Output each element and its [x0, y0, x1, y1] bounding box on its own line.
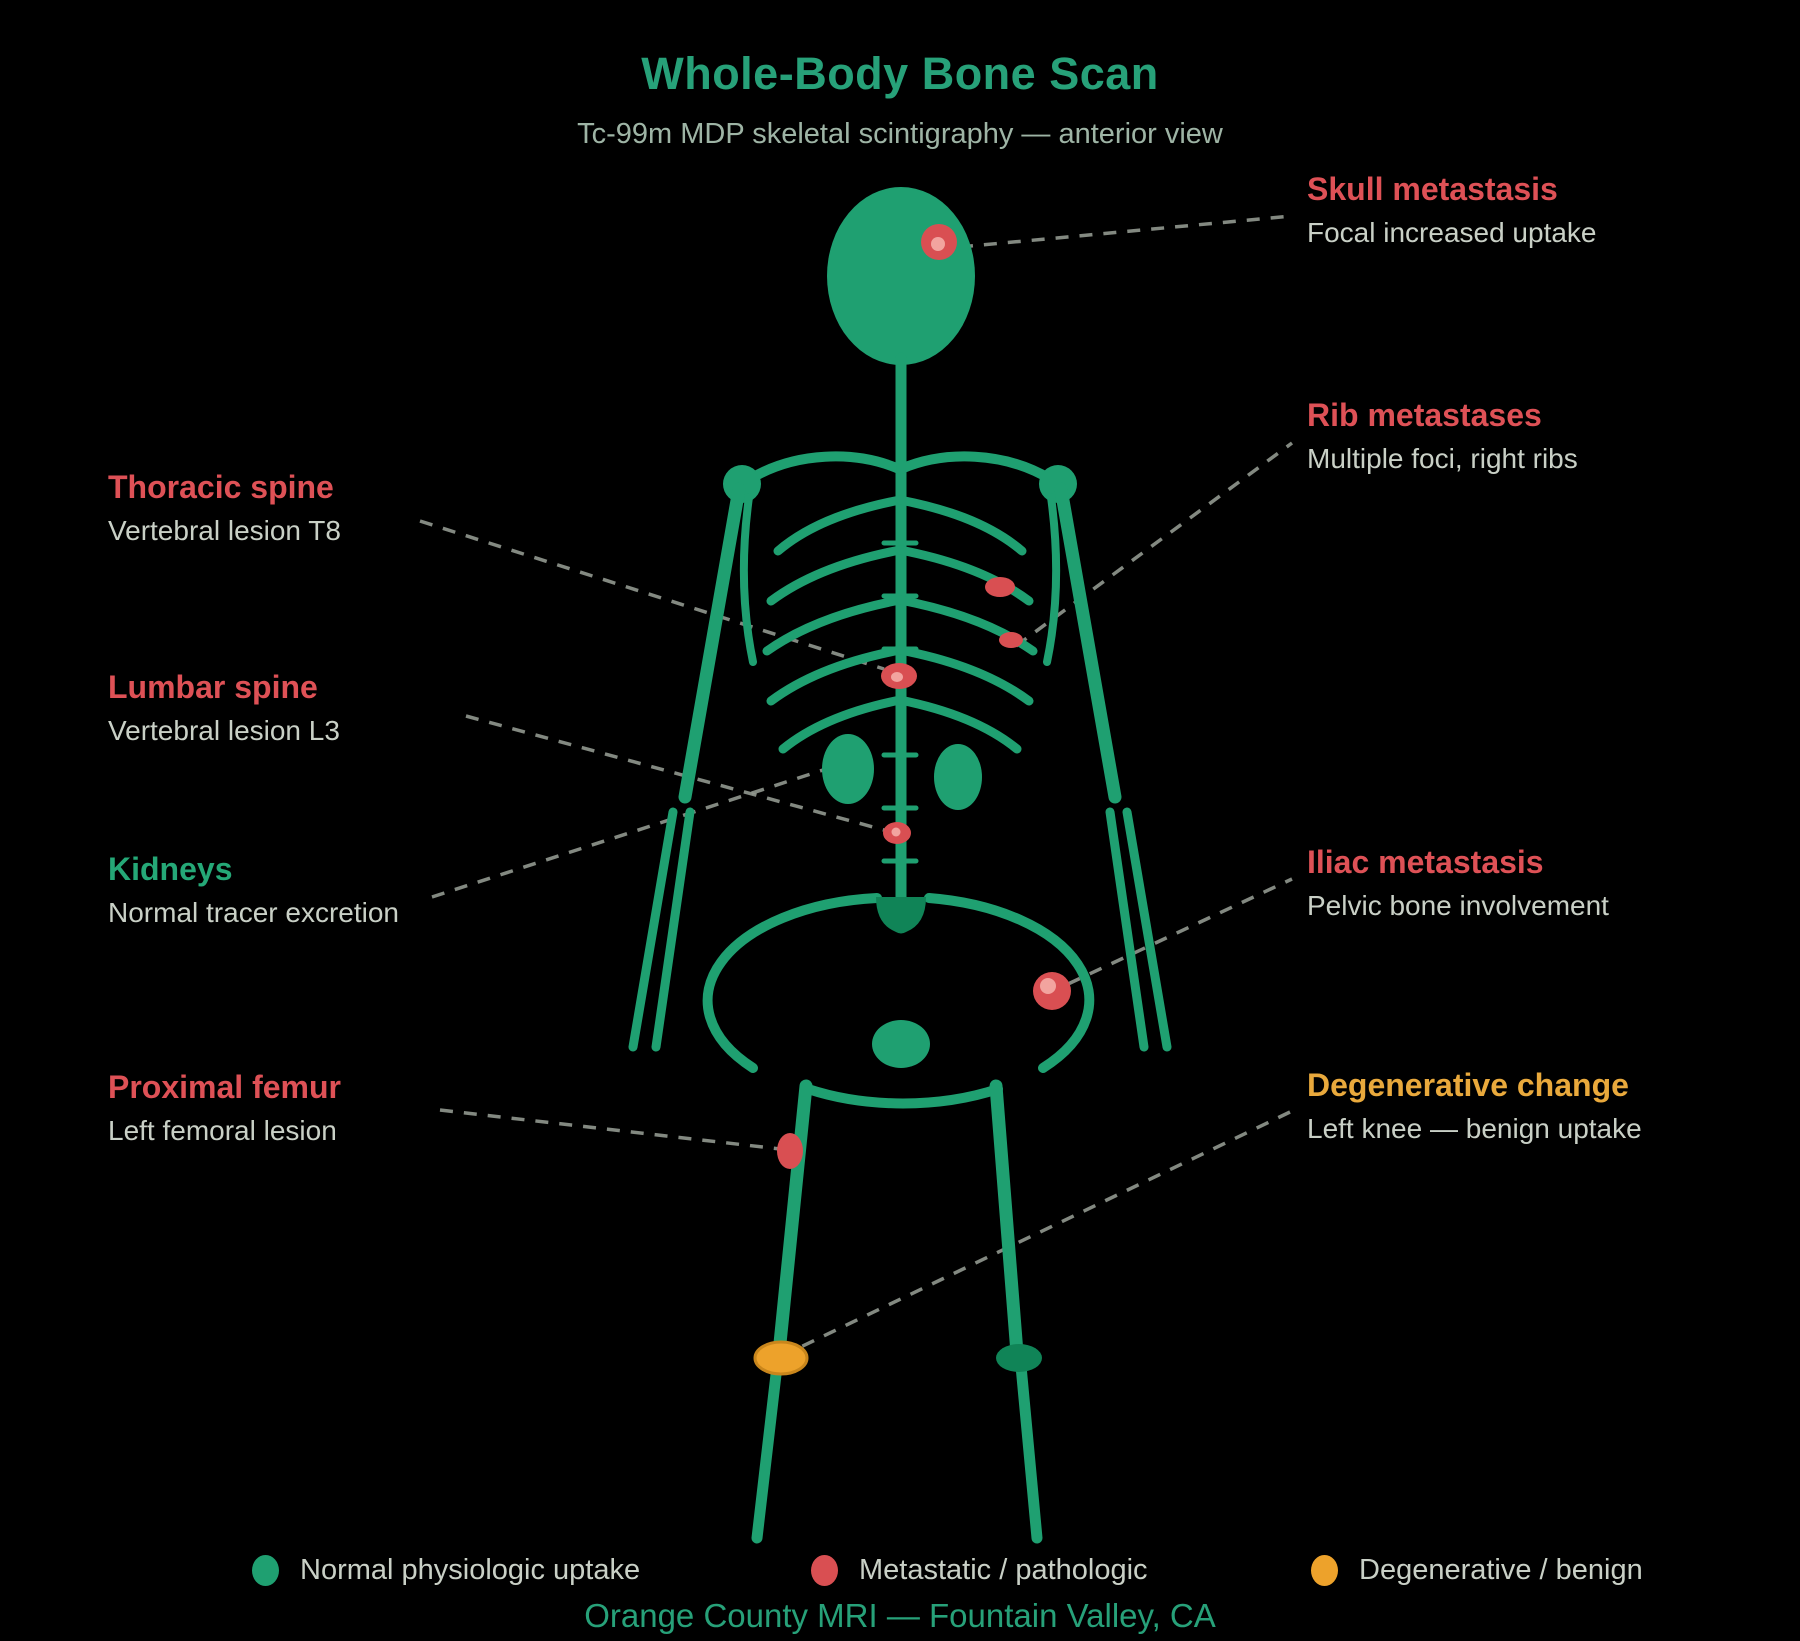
l3-lesion-highlight: [891, 827, 901, 837]
callout-thoracic-spine: Thoracic spine Vertebral lesion T8: [108, 469, 341, 547]
upper-arm-left: [678, 482, 746, 804]
rib-lesion-upper: [985, 577, 1015, 597]
footer-credit: Orange County MRI — Fountain Valley, CA: [584, 1597, 1216, 1634]
callout-proximal-femur: Proximal femur Left femoral lesion: [108, 1069, 341, 1147]
knee-left-degenerative: [753, 1340, 809, 1376]
rib-lesion-lower: [999, 632, 1023, 648]
tibia-right: [1015, 1360, 1043, 1544]
page-title: Whole-Body Bone Scan: [641, 48, 1159, 99]
forearm-right: [1105, 807, 1172, 1052]
iliac-lesion-highlight: [1040, 978, 1056, 994]
page-subtitle: Tc-99m MDP skeletal scintigraphy — anter…: [577, 118, 1223, 150]
normal-uptake-dot-icon: [252, 1554, 279, 1586]
callout-heading: Proximal femur: [108, 1069, 341, 1105]
leader-line-skull: [959, 214, 1293, 249]
legend-label: Normal physiologic uptake: [300, 1553, 641, 1586]
callout-rib-metastases: Rib metastases Multiple foci, right ribs: [1307, 397, 1578, 475]
callout-heading: Lumbar spine: [108, 669, 318, 705]
clavicle-right: [896, 451, 1055, 484]
legend-label: Degenerative / benign: [1359, 1553, 1643, 1586]
scapula-line-left: [739, 493, 757, 666]
t8-lesion-highlight: [891, 672, 903, 682]
callout-degenerative-change: Degenerative change Left knee — benign u…: [1307, 1067, 1642, 1145]
callout-kidneys: Kidneys Normal tracer excretion: [108, 851, 399, 929]
skull-shape: [827, 187, 975, 365]
kidney-left: [822, 734, 874, 804]
callout-subtext: Focal increased uptake: [1307, 216, 1597, 248]
leader-lines: [419, 214, 1294, 1358]
callout-subtext: Multiple foci, right ribs: [1307, 442, 1578, 474]
legend-item-degenerative: Degenerative / benign: [1311, 1552, 1643, 1588]
clavicle-left: [745, 451, 904, 484]
lesion-markers: [777, 224, 1071, 1169]
pelvis: [702, 893, 1095, 1109]
leader-line-knee: [781, 1110, 1291, 1358]
leader-line-iliac: [1067, 877, 1293, 986]
callout-subtext: Left femoral lesion: [108, 1114, 337, 1146]
degenerative-dot-icon: [1311, 1554, 1338, 1586]
callout-heading: Thoracic spine: [108, 469, 334, 505]
leader-line-thoracic: [419, 519, 885, 671]
femur-left: [772, 1079, 813, 1360]
callout-subtext: Pelvic bone involvement: [1307, 889, 1609, 921]
sacrum: [876, 897, 926, 934]
leader-line-lumbar: [465, 714, 885, 832]
callout-skull-metastasis: Skull metastasis Focal increased uptake: [1307, 171, 1597, 249]
callout-lumbar-spine: Lumbar spine Vertebral lesion L3: [108, 669, 340, 747]
legend-label: Metastatic / pathologic: [859, 1553, 1148, 1586]
pubic-bone: [872, 1020, 930, 1068]
leader-line-femur: [439, 1108, 781, 1151]
forearm-left: [628, 807, 695, 1052]
femur-right: [989, 1079, 1024, 1360]
metastatic-dot-icon: [811, 1554, 838, 1586]
callout-subtext: Left knee — benign uptake: [1307, 1112, 1642, 1144]
callout-subtext: Vertebral lesion T8: [108, 514, 341, 546]
callout-heading: Rib metastases: [1307, 397, 1542, 433]
scapula-line-right: [1043, 493, 1061, 666]
legend-item-normal: Normal physiologic uptake: [252, 1552, 640, 1588]
callout-subtext: Normal tracer excretion: [108, 896, 399, 928]
leader-line-ribs: [1014, 441, 1294, 648]
upper-arm-right: [1054, 482, 1122, 804]
legend-item-metastatic: Metastatic / pathologic: [811, 1552, 1148, 1588]
skull-lesion-highlight: [931, 237, 945, 251]
callout-heading: Kidneys: [108, 851, 233, 887]
kidney-right: [934, 744, 982, 810]
ribs-right: [895, 495, 1038, 754]
callout-iliac-metastasis: Iliac metastasis Pelvic bone involvement: [1307, 844, 1609, 922]
ribs-left: [762, 495, 905, 754]
callout-subtext: Vertebral lesion L3: [108, 714, 340, 746]
callout-heading: Degenerative change: [1307, 1067, 1629, 1103]
skeleton: [628, 187, 1172, 1544]
tibia-left: [751, 1360, 783, 1544]
leader-line-kidneys: [431, 768, 824, 899]
callout-heading: Iliac metastasis: [1307, 844, 1544, 880]
callout-heading: Skull metastasis: [1307, 171, 1558, 207]
legend: Normal physiologic uptake Metastatic / p…: [0, 1552, 1800, 1588]
knee-right: [996, 1344, 1042, 1372]
femoral-lesion: [777, 1133, 803, 1169]
